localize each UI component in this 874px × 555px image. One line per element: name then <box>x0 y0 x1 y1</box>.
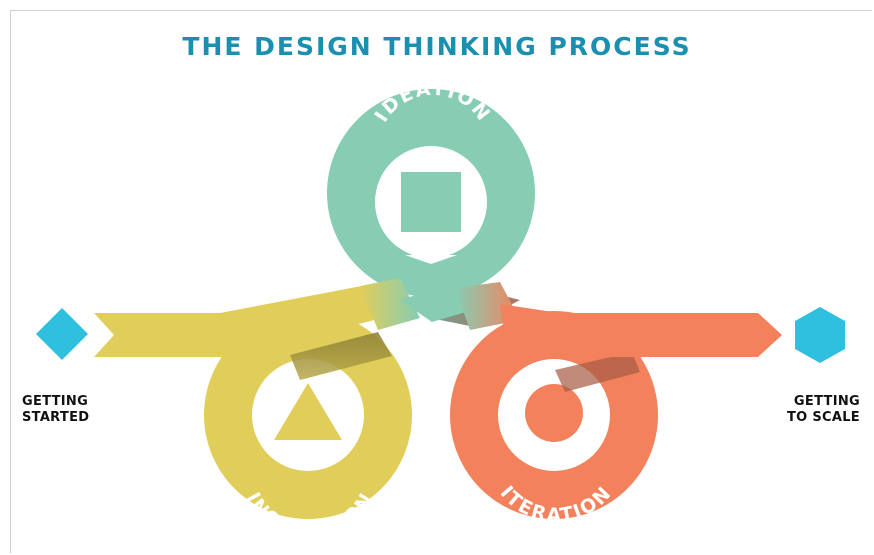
right-ribbon-shadow <box>555 352 640 392</box>
triangle-icon <box>274 383 342 440</box>
square-icon <box>401 172 461 232</box>
left-ribbon-shadow <box>290 332 392 380</box>
page-frame <box>10 10 872 553</box>
getting-started-label: GETTING STARTED <box>22 394 89 426</box>
diamond-icon <box>36 308 88 360</box>
getting-to-scale-line1: GETTING <box>793 394 860 409</box>
hexagon-icon <box>795 307 845 363</box>
start-arrow-ribbon <box>94 278 420 357</box>
scale-arrow-ribbon <box>500 304 782 357</box>
getting-started-line1: GETTING <box>22 394 89 409</box>
getting-to-scale-line2: TO SCALE <box>787 410 860 425</box>
getting-to-scale-label: GETTING TO SCALE <box>787 394 860 426</box>
getting-started-line2: STARTED <box>22 410 90 425</box>
page-title: THE DESIGN THINKING PROCESS <box>182 32 692 61</box>
ideation-ring <box>327 89 535 297</box>
circle-icon <box>525 384 583 442</box>
